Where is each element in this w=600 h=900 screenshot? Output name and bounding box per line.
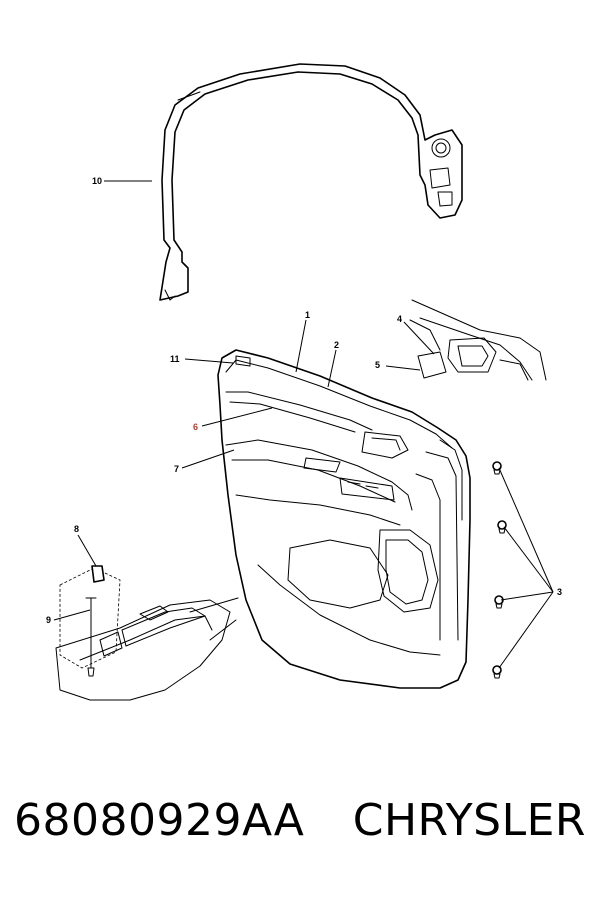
- callout-11: 11: [170, 354, 180, 364]
- callout-10: 10: [92, 176, 102, 186]
- parts-diagram: 10 11 1 2 4 5 6 7 8 9 3: [46, 63, 562, 701]
- part-number: 68080929AA: [14, 795, 305, 846]
- clips-part-3: [492, 461, 507, 679]
- clip-icon: [492, 461, 502, 475]
- inset-detail-parts-4-5: [409, 299, 547, 381]
- callout-6: 6: [193, 422, 198, 432]
- leader-lines: [53, 180, 554, 669]
- callout-4: 4: [397, 314, 402, 324]
- callout-1: 1: [305, 310, 310, 320]
- lower-left-detail-parts-8-9: [55, 565, 239, 701]
- clip-icon: [494, 595, 504, 609]
- callout-labels: 10 11 1 2 4 5 6 7 8 9 3: [46, 176, 562, 625]
- clip-icon: [497, 520, 507, 534]
- door-trim-panel-part-1: [217, 349, 471, 689]
- footer: 68080929AA CHRYSLER: [0, 795, 600, 875]
- callout-9: 9: [46, 615, 51, 625]
- callout-5: 5: [375, 360, 380, 370]
- callout-3: 3: [557, 587, 562, 597]
- callout-8: 8: [74, 524, 79, 534]
- callout-7: 7: [174, 464, 179, 474]
- brand-name: CHRYSLER: [352, 795, 586, 846]
- upper-molding-part-10: [159, 63, 463, 301]
- clip-icon: [492, 665, 502, 679]
- callout-2: 2: [334, 340, 339, 350]
